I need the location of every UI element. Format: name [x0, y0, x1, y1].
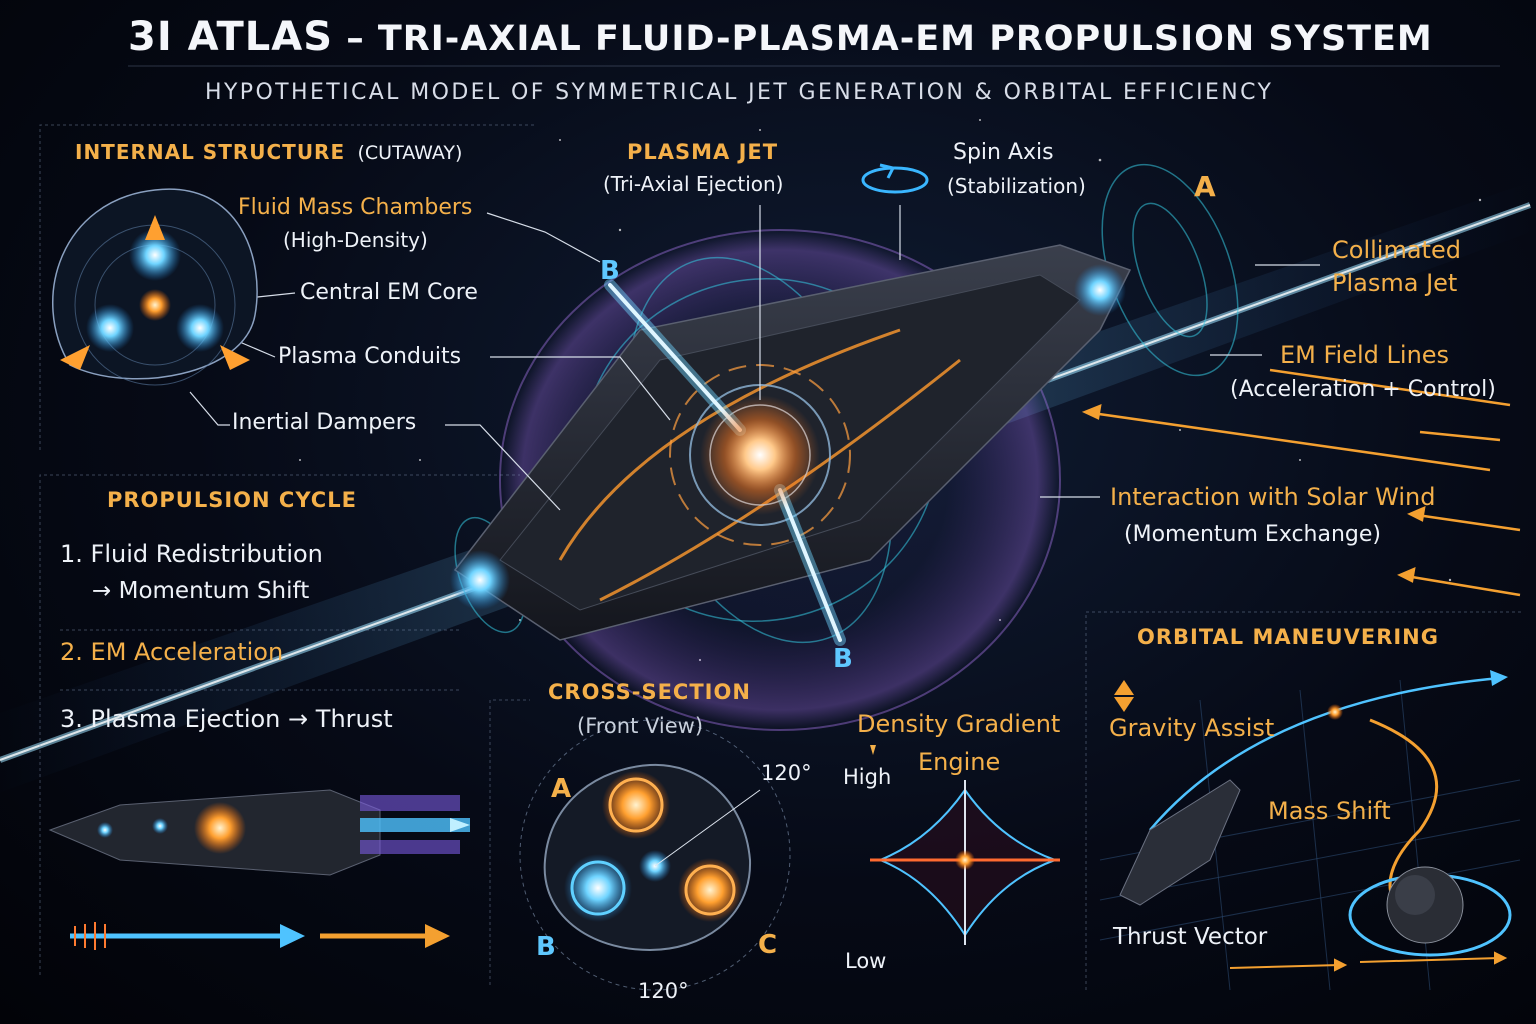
- plasma-jet-header: PLASMA JET: [627, 140, 779, 164]
- internal-structure-header: INTERNAL STRUCTURE (CUTAWAY): [75, 140, 462, 164]
- cross-section-graphic: [519, 719, 791, 991]
- em-field-label: EM Field Lines: [1280, 341, 1450, 369]
- cycle-step-1b: → Momentum Shift: [92, 578, 309, 604]
- gravity-assist-label: Gravity Assist: [1109, 714, 1275, 742]
- inertial-dampers-label: Inertial Dampers: [232, 410, 417, 435]
- angle-label-top: 120°: [761, 761, 812, 785]
- page-title: 3I ATLAS – TRI-AXIAL FLUID-PLASMA-EM PRO…: [128, 14, 1433, 60]
- solar-wind-note: (Momentum Exchange): [1124, 522, 1382, 547]
- cross-label-c: C: [758, 930, 778, 960]
- cycle-step-3: 3. Plasma Ejection → Thrust: [60, 705, 393, 733]
- title-prefix: 3I ATLAS: [128, 14, 334, 60]
- jet-label-b-bottom: B: [833, 644, 853, 674]
- spin-axis-label: Spin Axis: [953, 140, 1054, 165]
- em-field-note: (Acceleration + Control): [1230, 377, 1496, 402]
- cycle-step-3-num: 3.: [60, 705, 83, 733]
- thrust-vector-label: Thrust Vector: [1113, 924, 1268, 950]
- plasma-conduits-label: Plasma Conduits: [278, 344, 462, 369]
- cross-section-header: CROSS-SECTION: [548, 680, 751, 704]
- propulsion-cycle-header: PROPULSION CYCLE: [107, 488, 357, 512]
- cycle-step-1b-text: Momentum Shift: [118, 578, 310, 604]
- density-title-1: Density Gradient: [857, 710, 1061, 738]
- plasma-jet-note: (Tri-Axial Ejection): [603, 172, 784, 196]
- cross-section-note: (Front View): [577, 714, 704, 738]
- density-gradient-graphic: [857, 745, 1060, 945]
- collimated-label-1: Collimated: [1332, 236, 1461, 264]
- mass-shift-label: Mass Shift: [1268, 797, 1391, 825]
- cycle-step-3-text: Plasma Ejection: [90, 705, 281, 733]
- density-low-label: Low: [845, 949, 887, 973]
- cross-label-a: A: [551, 774, 572, 804]
- orbital-graphic: [1099, 670, 1521, 991]
- arrow-icon: →: [288, 705, 309, 733]
- cycle-ship-graphic: [48, 789, 470, 950]
- collimated-label-2: Plasma Jet: [1332, 269, 1458, 297]
- internal-header-text: INTERNAL STRUCTURE: [75, 140, 346, 164]
- fluid-chambers-note: (High-Density): [283, 228, 428, 252]
- density-high-label: High: [843, 765, 892, 789]
- jet-label-a: A: [1194, 170, 1216, 203]
- internal-cutaway-graphic: [51, 188, 258, 386]
- cycle-step-1-text: Fluid Redistribution: [90, 540, 323, 568]
- spin-axis-note: (Stabilization): [947, 174, 1086, 198]
- central-core-label: Central EM Core: [300, 280, 478, 305]
- spin-axis-icon: [861, 163, 929, 194]
- cycle-step-1: 1. Fluid Redistribution: [60, 540, 323, 568]
- internal-header-note: (CUTAWAY): [357, 142, 463, 164]
- central-core-glow: [700, 395, 820, 515]
- plasma-jet-b-beams: [604, 279, 846, 646]
- cross-label-b: B: [536, 932, 556, 962]
- cycle-step-1-num: 1.: [60, 540, 83, 568]
- angle-label-bottom: 120°: [638, 979, 689, 1003]
- panel-borders: [39, 65, 1524, 990]
- solar-wind-label: Interaction with Solar Wind: [1110, 483, 1436, 511]
- orbital-header: ORBITAL MANEUVERING: [1137, 625, 1439, 649]
- page-subtitle: HYPOTHETICAL MODEL OF SYMMETRICAL JET GE…: [205, 80, 1274, 105]
- cycle-step-2: 2. EM Acceleration: [60, 638, 284, 666]
- title-rest: – TRI-AXIAL FLUID-PLASMA-EM PROPULSION S…: [346, 19, 1433, 59]
- leader-lines: [189, 205, 1320, 511]
- arrow-icon: →: [92, 578, 112, 604]
- cycle-step-3b-text: Thrust: [315, 705, 393, 733]
- fluid-chambers-label: Fluid Mass Chambers: [238, 195, 473, 220]
- solar-wind-arrows: [1081, 368, 1521, 597]
- density-title-2: Engine: [918, 748, 1001, 776]
- jet-label-b-top: B: [600, 256, 620, 286]
